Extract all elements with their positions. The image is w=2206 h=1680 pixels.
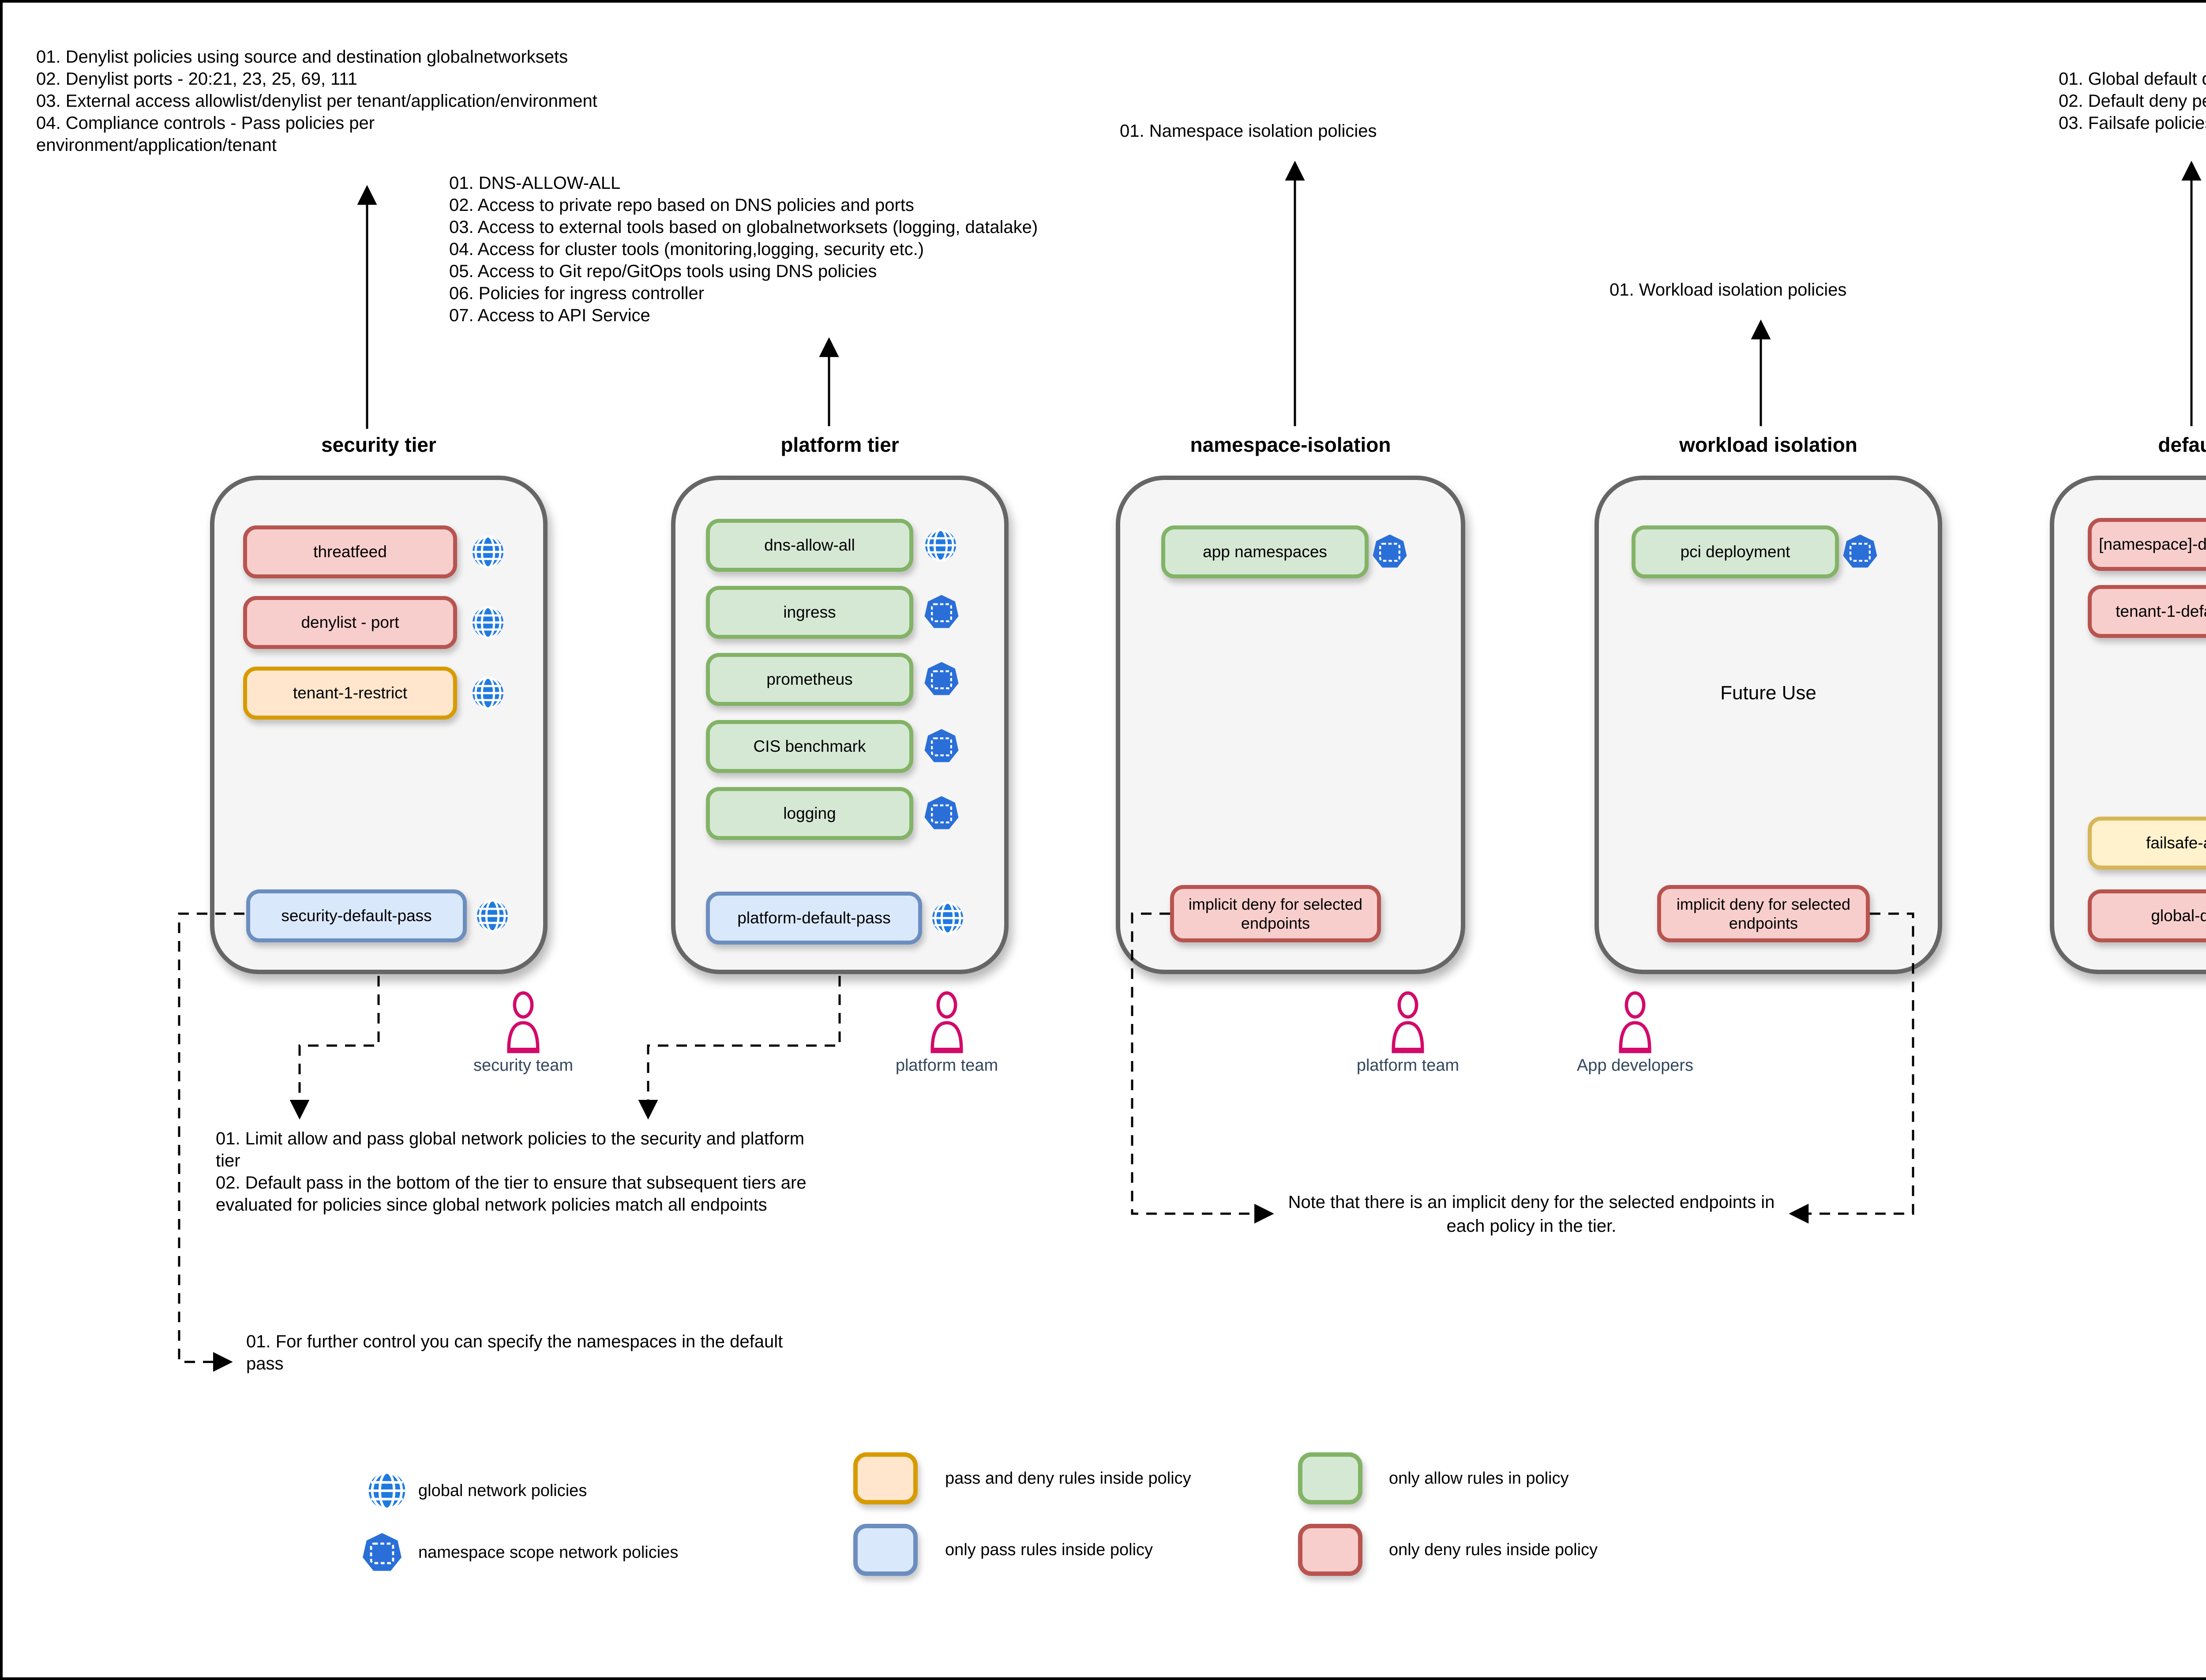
legend-allow-rules: only allow rules in policy <box>1389 1469 1569 1488</box>
policy-prometheus: prometheus <box>706 653 913 706</box>
policy-pci-deployment: pci deployment <box>1632 525 1839 578</box>
policy-security-default-pass: security-default-pass <box>246 889 467 942</box>
policy-platform-default-pass: platform-default-pass <box>706 892 922 945</box>
note-line: 02. Default deny per namespace <box>2059 91 2206 111</box>
note-further-control: 01. For further control you can specify … <box>246 1332 783 1373</box>
global-policy-icon <box>931 901 964 935</box>
note-line: 03. External access allowlist/denylist p… <box>36 91 597 111</box>
policy-tenant-1-default-deny: tenant-1-default-deny <box>2088 585 2206 638</box>
globe-icon <box>367 1471 407 1511</box>
note-namespace-isolation-purpose: 01. Namespace isolation policies <box>1120 121 1377 141</box>
namespace-policy-icon <box>1842 533 1879 570</box>
policy-tenant-1-restrict: tenant-1-restrict <box>243 667 457 720</box>
legend-swatch-pass <box>853 1524 918 1576</box>
note-limit-allow-pass: 01. Limit allow and pass global network … <box>216 1128 833 1216</box>
tier-title-workload-isolation: workload isolation <box>1679 433 1857 456</box>
note-line: 06. Policies for ingress controller <box>449 284 705 303</box>
namespace-policy-icon <box>923 594 960 631</box>
legend-pass-rules: only pass rules inside policy <box>945 1541 1153 1559</box>
note-line: 01. DNS-ALLOW-ALL <box>449 173 621 193</box>
note-line: 04. Access for cluster tools (monitoring… <box>449 240 924 259</box>
legend-namespace-policies: namespace scope network policies <box>418 1543 679 1562</box>
note-line: 01. Denylist policies using source and d… <box>36 47 568 67</box>
note-default-tier-purpose: 01. Global default deny 02. Default deny… <box>2059 68 2206 134</box>
team-label: security team <box>473 1056 573 1075</box>
legend-global-policies: global network policies <box>418 1481 587 1500</box>
note-implicit-deny: Note that there is an implicit deny for … <box>1288 1192 1775 1236</box>
global-policy-icon <box>471 606 505 639</box>
legend-deny-rules: only deny rules inside policy <box>1389 1541 1598 1559</box>
tier-title-platform: platform tier <box>780 433 899 456</box>
dashed-security-tier-to-bottom-note <box>289 976 380 1120</box>
global-policy-icon <box>476 899 509 933</box>
note-line: 05. Access to Git repo/GitOps tools usin… <box>449 262 877 281</box>
person-icon <box>1614 991 1656 1057</box>
team-label: platform team <box>895 1056 998 1075</box>
note-line: 04. Compliance controls - Pass policies … <box>36 113 375 155</box>
person-icon <box>926 991 968 1057</box>
policy-dns-allow-all: dns-allow-all <box>706 519 913 572</box>
namespace-policy-icon <box>923 795 960 832</box>
team-label: platform team <box>1356 1056 1459 1075</box>
legend-swatch-pass-deny <box>853 1452 918 1504</box>
note-line: 02. Access to private repo based on DNS … <box>449 195 914 215</box>
dashed-platform-tier-to-bottom-note <box>638 976 841 1120</box>
legend-swatch-allow <box>1298 1452 1362 1504</box>
policy-denylist-port: denylist - port <box>243 596 457 649</box>
policy-failsafe-allow: failsafe-allow <box>2088 817 2206 870</box>
note-workload-isolation-purpose: 01. Workload isolation policies <box>1609 280 1847 300</box>
global-policy-icon <box>471 535 505 569</box>
tier-title-security: security tier <box>321 433 436 456</box>
global-policy-icon <box>924 529 957 562</box>
policy-implicit-deny-namespace: implicit deny for selected endpoints <box>1170 885 1381 942</box>
person-icon <box>503 991 544 1057</box>
policy-global-deny: global-deny <box>2088 889 2206 942</box>
policy-cis-benchmark: CIS benchmark <box>706 720 913 773</box>
namespace-policy-icon <box>923 728 960 765</box>
note-line: 03. Access to external tools based on gl… <box>449 218 1038 237</box>
note-line: 02. Denylist ports - 20:21, 23, 25, 69, … <box>36 69 357 89</box>
tier-title-namespace-isolation: namespace-isolation <box>1190 433 1391 456</box>
future-use-label: Future Use <box>1720 682 1816 704</box>
policy-app-namespaces: app namespaces <box>1161 525 1369 578</box>
namespace-heptagon-icon <box>361 1532 403 1574</box>
note-line: 01. Limit allow and pass global network … <box>216 1129 805 1170</box>
policy-implicit-deny-workload: implicit deny for selected endpoints <box>1657 885 1870 942</box>
person-icon <box>1387 991 1429 1057</box>
global-policy-icon <box>471 676 505 710</box>
legend-pass-deny-rules: pass and deny rules inside policy <box>945 1469 1191 1488</box>
policy-ingress: ingress <box>706 586 913 639</box>
policy-logging: logging <box>706 787 913 840</box>
note-platform-tier-purpose: 01. DNS-ALLOW-ALL 02. Access to private … <box>449 172 1038 326</box>
legend-swatch-deny <box>1298 1524 1362 1576</box>
namespace-policy-icon <box>923 661 960 698</box>
note-security-tier-purpose: 01. Denylist policies using source and d… <box>36 46 742 156</box>
note-line: 02. Default pass in the bottom of the ti… <box>216 1173 807 1215</box>
note-line: 01. Global default deny <box>2059 69 2206 89</box>
policy-namespace-default-deny: [namespace]-default-deny <box>2088 518 2206 571</box>
namespace-policy-icon <box>1371 533 1408 570</box>
team-label: App developers <box>1576 1056 1694 1075</box>
tier-title-default: default tier <box>2158 433 2206 456</box>
note-line: 07. Access to API Service <box>449 306 650 325</box>
policy-threatfeed: threatfeed <box>243 525 457 578</box>
note-line: 03. Failsafe policies <box>2059 113 2206 133</box>
